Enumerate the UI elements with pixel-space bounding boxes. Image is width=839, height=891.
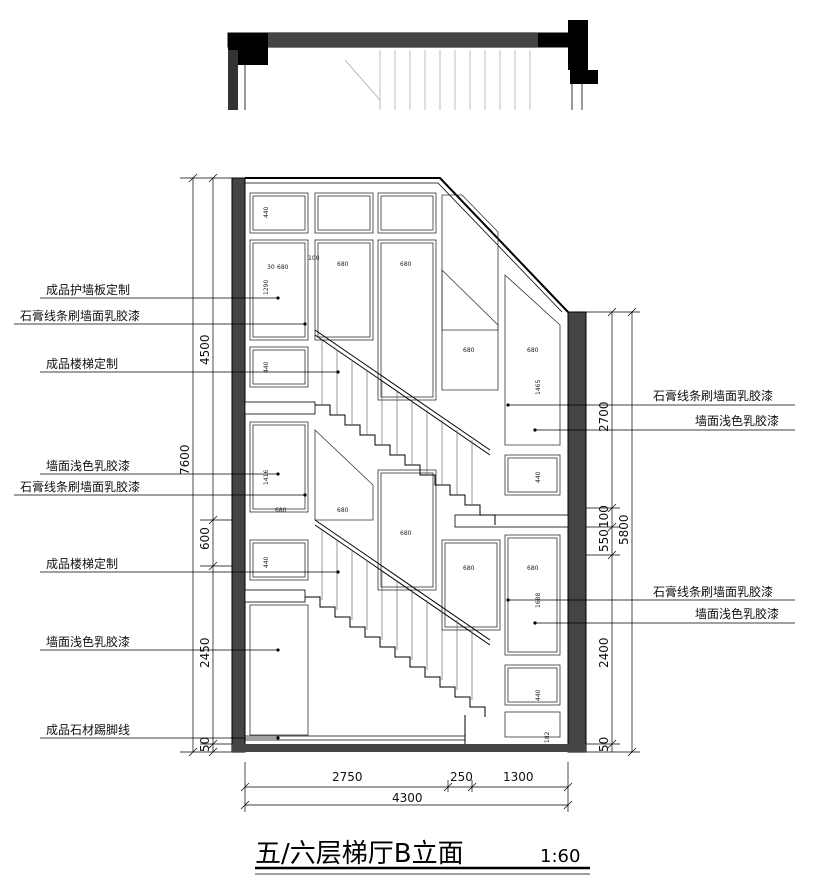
dim-left-600: 600: [198, 527, 212, 550]
dim-bottom-total: 4300: [392, 791, 423, 805]
drawing-scale: 1:60: [540, 846, 580, 867]
staircase-upper: [314, 329, 496, 525]
dim-440-b: 440: [263, 361, 270, 373]
label-wainscot-1: 成品护墙板定制: [46, 282, 130, 297]
label-baseboard: 成品石材踢脚线: [46, 722, 130, 737]
dim-680-c: 680: [400, 261, 412, 268]
label-right-gypsum-2: 石膏线条刷墙面乳胶漆: [653, 584, 773, 599]
staircase-lower: [305, 519, 491, 744]
dim-left-2450: 2450: [198, 637, 212, 668]
dim-1290: 1290: [263, 280, 270, 295]
dim-680-b: 680: [337, 261, 349, 268]
elevation-walls: [231, 177, 587, 753]
label-gypsum-2: 石膏线条刷墙面乳胶漆: [20, 479, 140, 494]
left-annotations: 成品护墙板定制 石膏线条刷墙面乳胶漆 成品楼梯定制 墙面浅色乳胶漆 石膏线条刷墙…: [14, 282, 340, 740]
dim-bottom-2750: 2750: [332, 770, 363, 784]
dim-680-e: 680: [527, 347, 539, 354]
dim-100-a: 100: [308, 255, 320, 262]
dim-440-a: 440: [263, 206, 270, 218]
label-gypsum-1: 石膏线条刷墙面乳胶漆: [20, 308, 140, 323]
dim-1416: 1416: [263, 470, 270, 485]
dim-440-e: 440: [263, 556, 270, 568]
label-paint-1: 墙面浅色乳胶漆: [46, 458, 130, 473]
top-section-detail: [227, 20, 598, 110]
dim-right-2700: 2700: [597, 401, 611, 432]
dim-left-total: 7600: [178, 444, 192, 475]
dim-left-4500: 4500: [198, 334, 212, 365]
dim-right-550: 550: [597, 529, 611, 552]
dim-680-g: 680: [337, 507, 349, 514]
right-dimension-chain: [586, 307, 640, 757]
balusters-upper: [321, 340, 473, 505]
dim-182: 182: [544, 731, 551, 743]
balusters-lower: [321, 530, 473, 700]
dim-680-f: 680: [275, 507, 287, 514]
bottom-dimension-chain: [240, 762, 573, 812]
dim-440-c: 440: [535, 689, 542, 701]
mid-floor-slab: [244, 401, 569, 603]
wall-panels-upper: [249, 192, 561, 496]
wall-panels-lower: [249, 421, 561, 738]
drawing-title: 五/六层梯厅B立面: [255, 839, 464, 869]
dim-bottom-1300: 1300: [503, 770, 534, 784]
dim-right-total: 5800: [617, 514, 631, 545]
dim-1465: 1465: [535, 380, 542, 395]
label-stair-1: 成品楼梯定制: [46, 356, 118, 371]
dim-left-50: 50: [198, 737, 212, 752]
dim-right-2400: 2400: [597, 637, 611, 668]
dim-680-d: 680: [463, 347, 475, 354]
label-paint-2: 墙面浅色乳胶漆: [46, 634, 130, 649]
label-right-paint-2: 墙面浅色乳胶漆: [695, 606, 779, 621]
dim-680-h: 680: [400, 530, 412, 537]
dim-440-d: 440: [535, 471, 542, 483]
right-annotations: 石膏线条刷墙面乳胶漆 墙面浅色乳胶漆 石膏线条刷墙面乳胶漆 墙面浅色乳胶漆: [506, 388, 795, 625]
baseboard: [245, 735, 465, 741]
label-right-paint-1: 墙面浅色乳胶漆: [695, 413, 779, 428]
dim-bottom-250: 250: [450, 770, 473, 784]
label-stair-2: 成品楼梯定制: [46, 556, 118, 571]
label-right-gypsum-1: 石膏线条刷墙面乳胶漆: [653, 388, 773, 403]
dim-680-i: 680: [463, 565, 475, 572]
dim-right-50: 50: [597, 737, 611, 752]
left-dimension-chain: [180, 173, 232, 757]
dim-680-j: 680: [527, 565, 539, 572]
dim-680-a: 680: [277, 264, 289, 271]
dim-right-100: 100: [597, 505, 611, 528]
dim-30-a: 30: [267, 264, 275, 271]
